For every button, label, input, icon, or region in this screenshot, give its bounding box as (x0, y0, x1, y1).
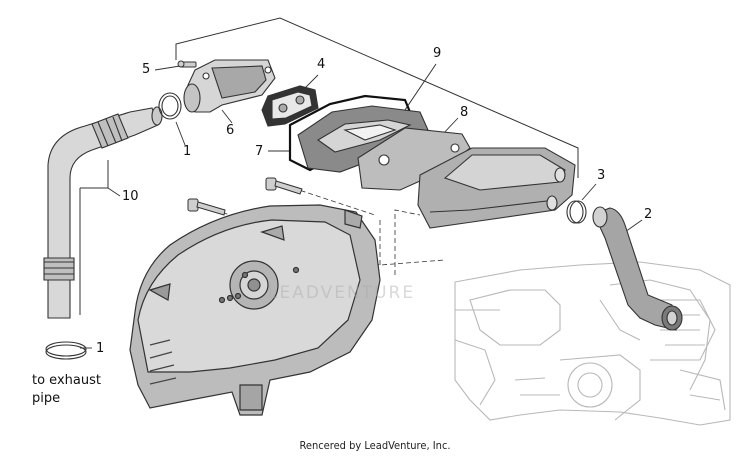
callout-1-upper: 1 (183, 144, 192, 159)
callout-9: 9 (433, 46, 442, 61)
engine-frame (454, 261, 731, 426)
transmission-cover (129, 204, 381, 416)
reed-valve-body (297, 105, 429, 173)
callout-6: 6 (226, 123, 235, 138)
callout-10: 10 (122, 189, 139, 204)
bolt-right (265, 177, 303, 195)
screw-5 (177, 60, 197, 68)
air-box (417, 147, 576, 229)
callout-8: 8 (460, 105, 469, 120)
hose-clamp-3 (566, 200, 587, 224)
gasket-4 (261, 85, 319, 127)
bolt-left (187, 198, 226, 216)
callout-7: 7 (255, 144, 264, 159)
assembly-bracket-10 (79, 160, 109, 315)
callout-2: 2 (644, 207, 653, 222)
intake-hose-2 (592, 206, 683, 331)
callout-1-lower: 1 (96, 341, 105, 356)
exhaust-hose-10 (43, 106, 163, 319)
exhaust-caption-line2: pipe (32, 391, 61, 406)
hose-clamp-1-lower (45, 341, 87, 360)
exhaust-caption-line1: to exhaust (32, 373, 101, 388)
credit-line: Rencered by LeadVenture, Inc. (299, 439, 451, 452)
hose-clamp-1-upper (158, 92, 182, 120)
callout-5: 5 (142, 62, 151, 77)
callout-4: 4 (317, 57, 326, 72)
watermark: LEADVENTURE (268, 283, 416, 303)
reed-valve-cover-6 (183, 59, 276, 113)
callout-3: 3 (597, 168, 606, 183)
